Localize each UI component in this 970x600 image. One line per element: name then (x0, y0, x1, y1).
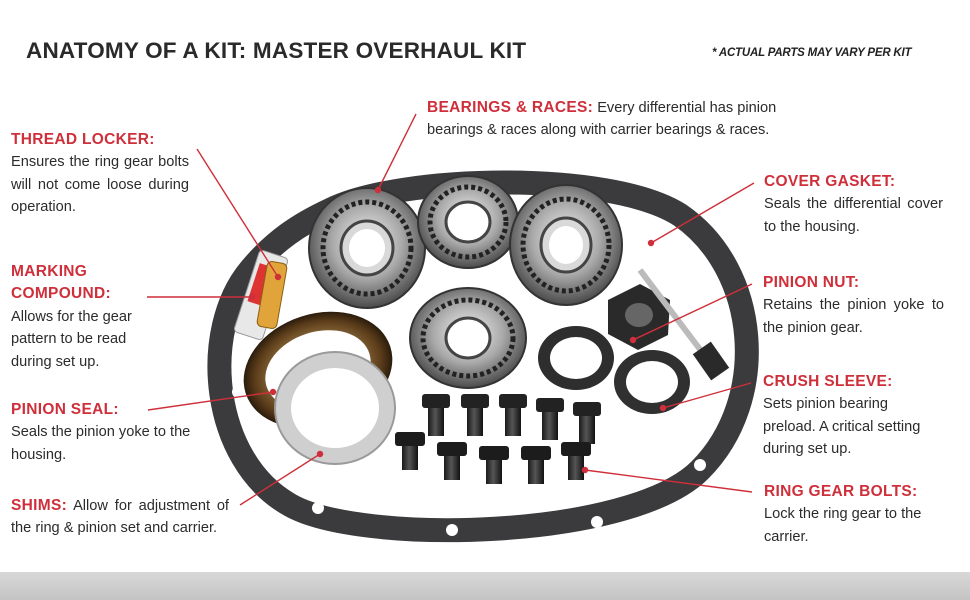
callout-cover-gasket: COVER GASKET: Seals the differential cov… (764, 171, 943, 238)
callout-heading-line2: COMPOUND: (11, 285, 111, 303)
pinion-nut (608, 284, 670, 350)
shims (274, 351, 396, 465)
callout-shims: SHIMS: Allow for adjustment of the ring … (11, 495, 229, 540)
parts-vary-note: * ACTUAL PARTS MAY VARY PER KIT (712, 47, 912, 59)
leader-pinion-nut (632, 283, 753, 341)
crush-sleeve (614, 350, 690, 414)
leader-bearings-races (377, 113, 417, 191)
brush (637, 268, 730, 381)
callout-heading: CRUSH SLEEVE: (763, 373, 893, 390)
callout-heading: THREAD LOCKER: (11, 131, 155, 148)
callout-crush-sleeve: CRUSH SLEEVE: Sets pinion bearing preloa… (763, 371, 923, 461)
callout-heading: PINION SEAL: (11, 401, 119, 418)
callout-body: Retains the pinion yoke to the pinion ge… (763, 297, 944, 336)
pinion-race-small (538, 326, 614, 390)
callout-ring-gear-bolts: RING GEAR BOLTS: Lock the ring gear to t… (764, 481, 948, 548)
leader-lines (147, 113, 755, 506)
callout-heading: PINION NUT: (763, 274, 860, 291)
carrier-bearing-right (509, 184, 623, 306)
ring-gear-bolts (395, 394, 601, 484)
callout-marking-compound: MARKING COMPOUND: Allows for the gear pa… (11, 261, 161, 373)
page-title: ANATOMY OF A KIT: MASTER OVERHAUL KIT (26, 38, 527, 63)
callout-pinion-seal: PINION SEAL: Seals the pinion yoke to th… (11, 399, 197, 466)
leader-ring-gear-bolts (584, 469, 753, 493)
callout-heading: SHIMS: (11, 497, 68, 514)
callout-thread-locker: THREAD LOCKER: Ensures the ring gear bol… (11, 129, 189, 219)
pinion-bearing-center (409, 287, 527, 389)
pinion-bearing-top (417, 175, 519, 269)
callout-heading: COVER GASKET: (764, 173, 896, 190)
callout-body: Seals the differential cover to the hous… (764, 196, 943, 235)
callout-body: Lock the ring gear to the carrier. (764, 506, 922, 545)
carrier-bearing-left (308, 187, 426, 309)
callout-pinion-nut: PINION NUT: Retains the pinion yoke to t… (763, 272, 944, 339)
callout-body: Allows for the gear pattern to be read d… (11, 308, 132, 370)
callout-bearings-races: BEARINGS & RACES: Every differential has… (427, 97, 827, 142)
cover-gasket (207, 170, 759, 543)
leader-thread-locker (196, 148, 279, 278)
callout-heading: BEARINGS & RACES: (427, 99, 594, 116)
leader-shims (239, 453, 321, 506)
callout-body: Allow for adjustment of the ring & pinio… (11, 498, 229, 537)
callout-heading-line1: MARKING (11, 263, 88, 280)
bottom-bar (0, 572, 970, 600)
callout-heading: RING GEAR BOLTS: (764, 483, 918, 500)
callout-body: Every differential has pinion bearings &… (427, 100, 777, 139)
leader-cover-gasket (650, 182, 755, 244)
leader-pinion-seal (147, 391, 274, 411)
callout-body: Sets pinion bearing preload. A critical … (763, 396, 921, 458)
callout-body: Seals the pinion yoke to the housing. (11, 424, 191, 463)
leader-crush-sleeve (662, 382, 752, 409)
callout-body: Ensures the ring gear bolts will not com… (11, 154, 189, 216)
